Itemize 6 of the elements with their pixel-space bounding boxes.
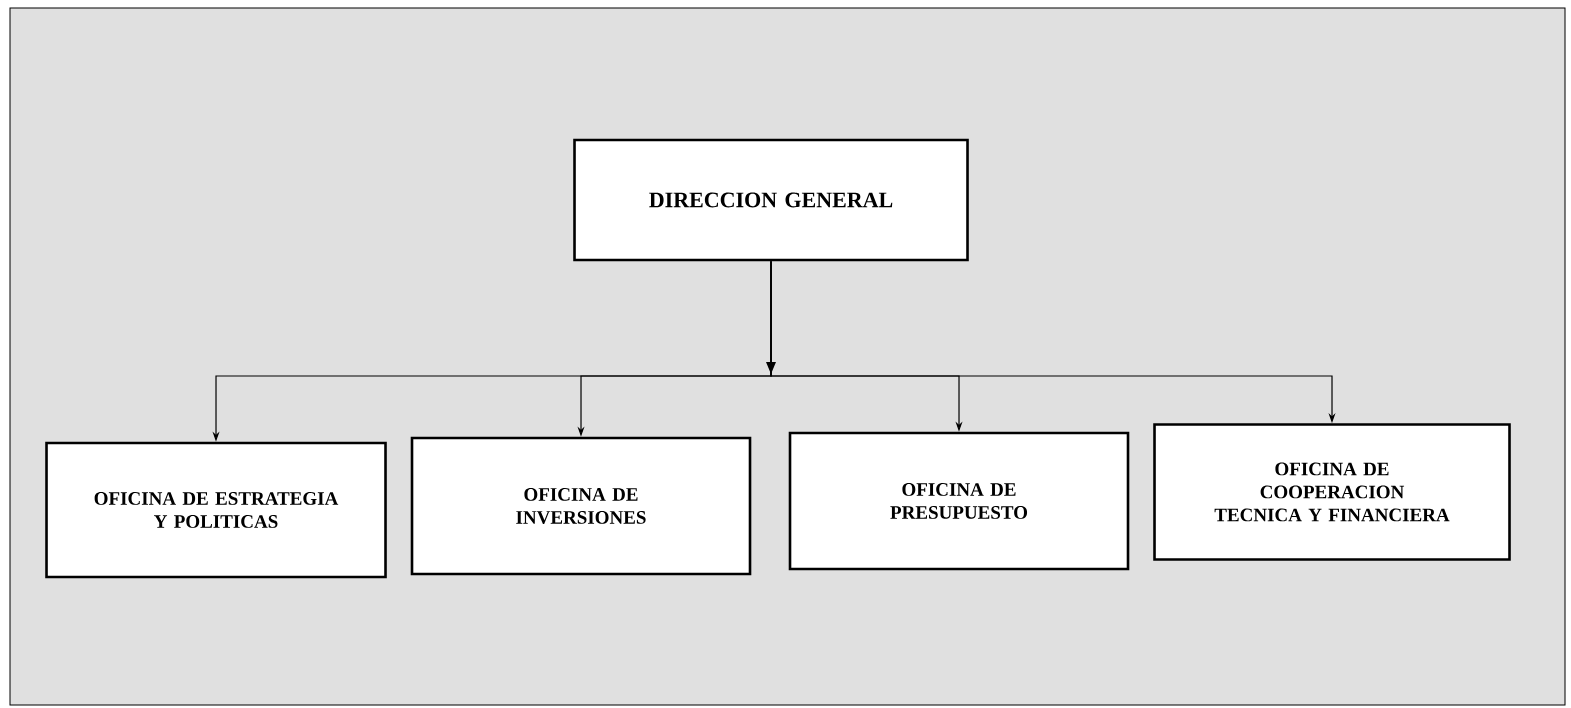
org-box: OFICINA DE INVERSIONES: [410, 436, 752, 576]
org-box: OFICINA DE PRESUPUESTO: [788, 431, 1130, 571]
org-box: OFICINA DE ESTRATEGIA Y POLITICAS: [45, 441, 387, 579]
org-box: OFICINA DE COOPERACION TECNICA Y FINANCIERA: [1153, 423, 1511, 561]
org-box: DIRECCION GENERAL: [573, 138, 969, 262]
arrowhead: [766, 362, 776, 374]
